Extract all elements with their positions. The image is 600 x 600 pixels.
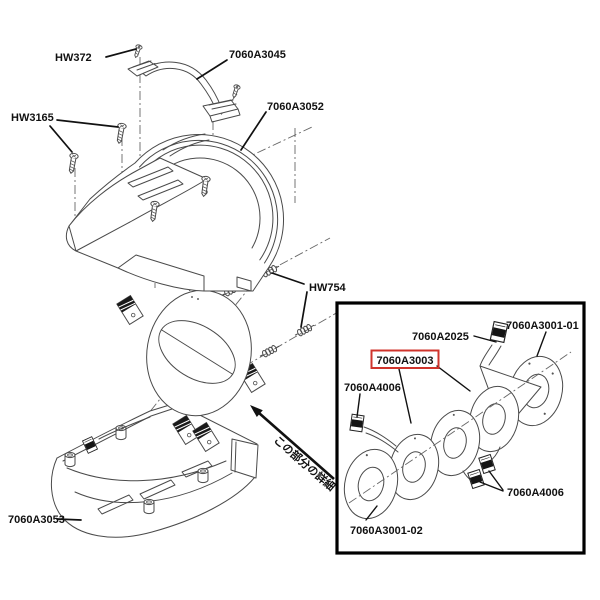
callout-strap: 7060A3045	[229, 49, 286, 61]
callout-side-screws: HW3165	[11, 112, 54, 124]
detail-note: この部分の詳細	[271, 433, 338, 494]
inset-axis-line	[348, 351, 572, 504]
callout-connector-upper: 7060A4006	[344, 382, 401, 394]
callout-disc-rear: 7060A3001-02	[350, 525, 423, 537]
inset-leaders	[356, 331, 547, 521]
callout-flex-cable: 7060A2025	[412, 331, 469, 343]
callout-leaders	[49, 48, 308, 521]
strap-drawing	[127, 60, 241, 123]
inset-disc-rear	[343, 448, 399, 520]
callout-disc-front: 7060A3001-01	[506, 320, 579, 332]
inset-detail-box: 7060A2025 7060A3001-01 7060A3003 7060A40…	[335, 301, 586, 555]
highlight-box	[370, 349, 440, 369]
callout-top-screw: HW372	[55, 52, 92, 64]
callout-highlighted-part: 7060A3003	[377, 355, 434, 367]
inset-blade-4	[468, 385, 520, 464]
lower-housing-drawing	[50, 402, 259, 538]
callout-upper-housing: 7060A3052	[267, 101, 324, 113]
callout-springs: HW754	[309, 282, 347, 294]
callout-connector-lower: 7060A4006	[507, 487, 564, 499]
detail-arrow	[250, 405, 335, 480]
callout-lower-housing: 7060A3053	[8, 514, 65, 526]
upper-housing-drawing	[65, 133, 285, 292]
